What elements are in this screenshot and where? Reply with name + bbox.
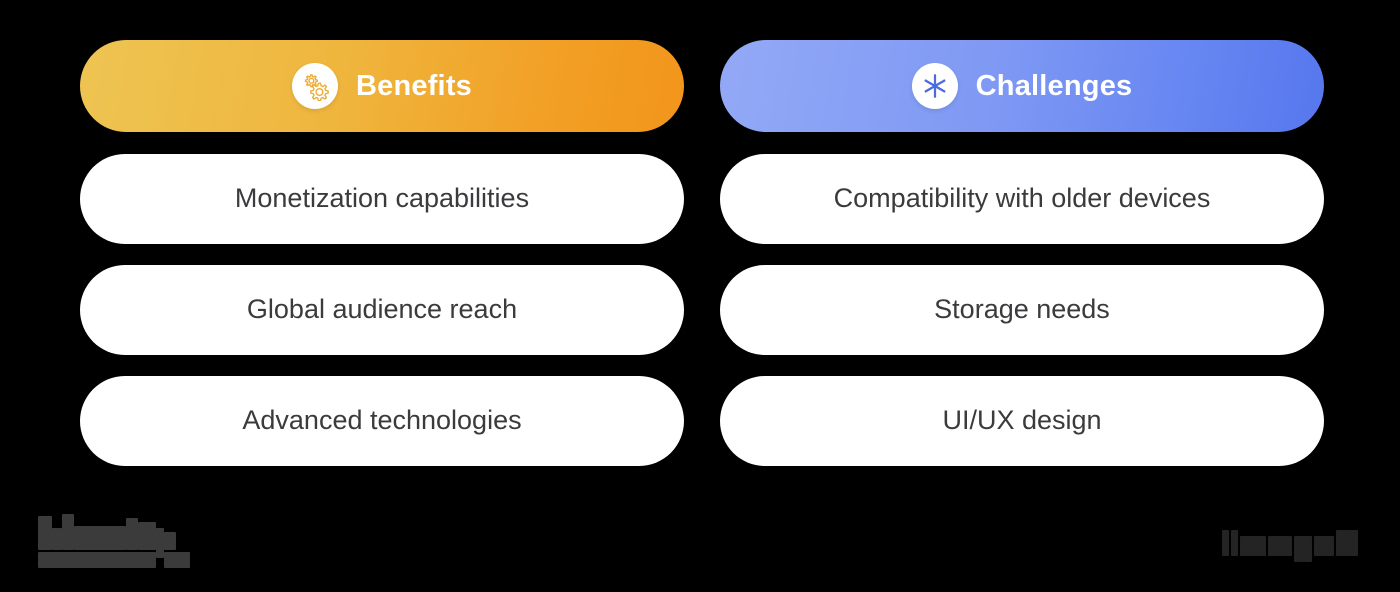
column-benefits: Benefits Monetization capabilities Globa… <box>80 40 684 466</box>
column-header-title: Challenges <box>975 69 1133 102</box>
column-challenges: Challenges Compatibility with older devi… <box>720 40 1324 466</box>
benefit-card-label: Monetization capabilities <box>234 183 530 214</box>
benefit-card[interactable]: Global audience reach <box>80 265 684 355</box>
challenge-card[interactable]: Compatibility with older devices <box>720 154 1324 244</box>
challenge-card[interactable]: UI/UX design <box>720 376 1324 466</box>
challenges-card-list: Compatibility with older devices Storage… <box>720 154 1324 466</box>
asterisk-icon <box>911 63 958 109</box>
challenge-card-label: UI/UX design <box>942 405 1102 436</box>
challenge-card-label: Storage needs <box>934 294 1110 325</box>
benefit-card[interactable]: Advanced technologies <box>80 376 684 466</box>
footer-logo-right-obscured <box>1222 528 1362 562</box>
column-header-benefits[interactable]: Benefits <box>80 40 684 132</box>
gears-icon <box>291 63 338 109</box>
column-header-title: Benefits <box>355 69 472 102</box>
benefits-card-list: Monetization capabilities Global audienc… <box>80 154 684 466</box>
footer-logo-left-obscured <box>38 512 200 568</box>
challenge-card[interactable]: Storage needs <box>720 265 1324 355</box>
column-header-challenges[interactable]: Challenges <box>720 40 1324 132</box>
benefit-card-label: Advanced technologies <box>242 405 522 436</box>
challenge-card-label: Compatibility with older devices <box>833 183 1211 214</box>
benefit-card-label: Global audience reach <box>246 294 518 325</box>
benefit-card[interactable]: Monetization capabilities <box>80 154 684 244</box>
